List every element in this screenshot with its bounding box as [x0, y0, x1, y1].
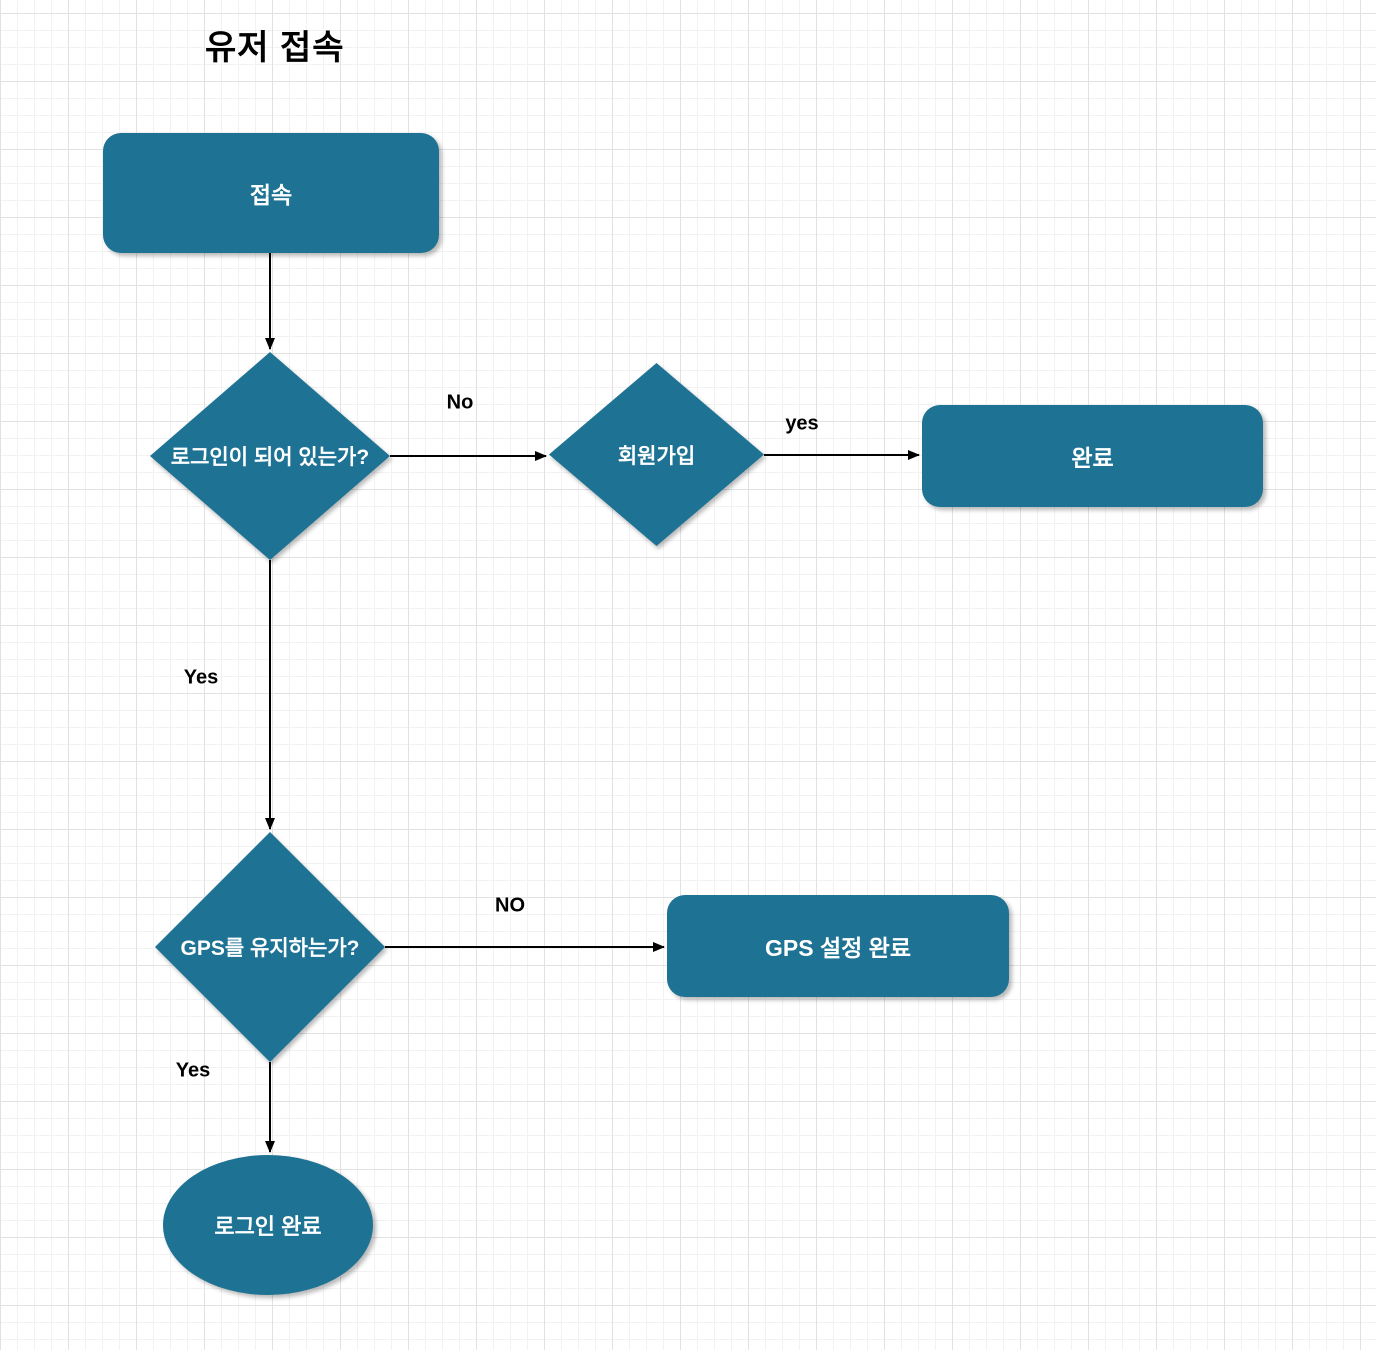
edge-label-login-no[interactable]: No [446, 391, 474, 414]
node-gps-done[interactable]: GPS 설정 완료 [667, 895, 1009, 997]
node-done[interactable]: 완료 [922, 405, 1263, 507]
edge-label-gps-no[interactable]: NO [495, 894, 525, 917]
node-gps-check-label: GPS를 유지하는가? [180, 937, 360, 960]
node-signup-label: 회원가입 [617, 444, 696, 468]
node-login-done[interactable]: 로그인 완료 [163, 1155, 373, 1295]
node-gps-check[interactable]: GPS를 유지하는가? [155, 832, 385, 1062]
node-signup[interactable]: 회원가입 [549, 363, 764, 546]
node-login-done-label: 로그인 완료 [214, 1214, 322, 1239]
node-login-check-label: 로그인이 되어 있는가? [170, 446, 370, 469]
node-connect[interactable]: 접속 [103, 133, 439, 253]
diagram-title: 유저 접속 [205, 29, 345, 67]
node-login-check[interactable]: 로그인이 되어 있는가? [150, 352, 390, 560]
edge-label-login-yes[interactable]: Yes [183, 666, 219, 689]
login-check-diamond-shape: 로그인이 되어 있는가? [150, 352, 390, 560]
edge-label-signup-yes[interactable]: yes [785, 412, 819, 435]
node-done-label: 완료 [1071, 445, 1114, 471]
edge-label-gps-yes[interactable]: Yes [175, 1059, 211, 1082]
signup-diamond-shape: 회원가입 [549, 363, 764, 546]
gps-check-diamond-shape: GPS를 유지하는가? [155, 832, 385, 1062]
node-connect-label: 접속 [249, 182, 293, 208]
node-gps-done-label: GPS 설정 완료 [765, 935, 911, 961]
